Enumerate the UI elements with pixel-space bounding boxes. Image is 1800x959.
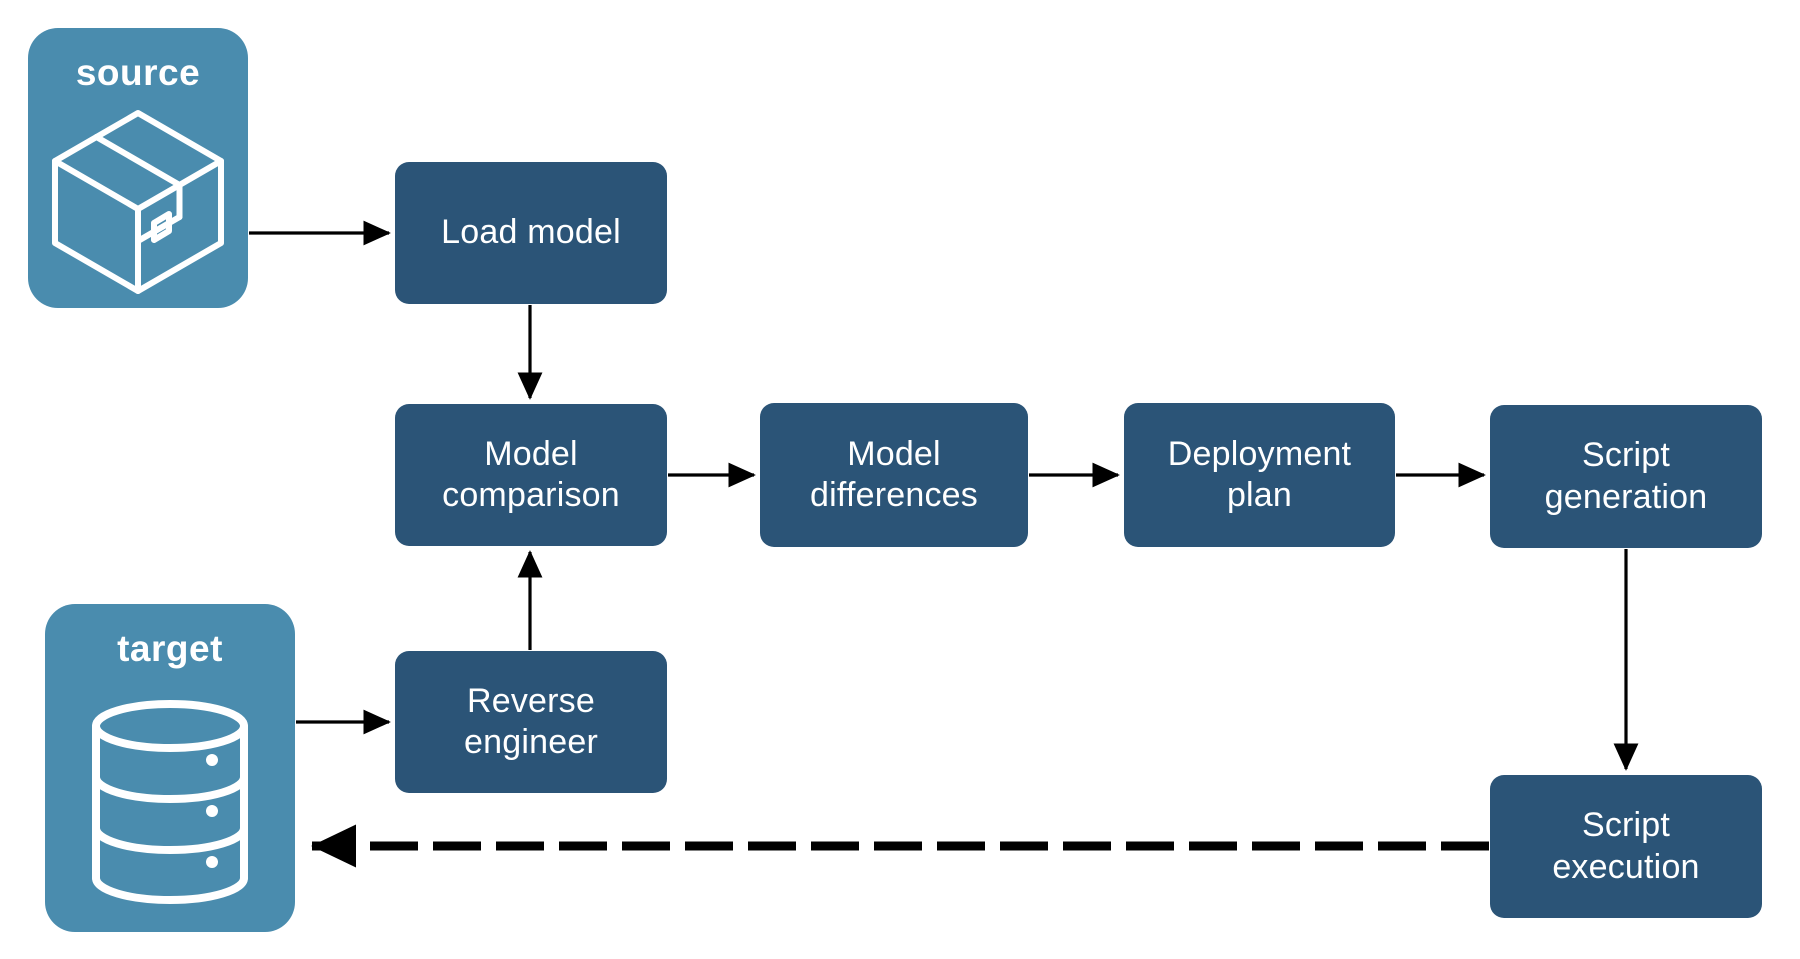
node-deployment-plan[interactable]: Deployment plan bbox=[1124, 403, 1395, 547]
node-reverse-engineer[interactable]: Reverse engineer bbox=[395, 651, 667, 793]
node-model-comparison-label: Model comparison bbox=[442, 434, 620, 514]
node-script-generation-label: Script generation bbox=[1544, 436, 1708, 516]
node-source-label: source bbox=[75, 52, 201, 93]
node-load-model-label: Load model bbox=[441, 213, 621, 252]
node-model-differences[interactable]: Model differences bbox=[760, 403, 1028, 547]
node-script-generation[interactable]: Script generation bbox=[1490, 405, 1762, 548]
node-load-model[interactable]: Load model bbox=[395, 162, 667, 304]
node-model-differences-label: Model differences bbox=[810, 434, 978, 514]
node-script-execution[interactable]: Script execution bbox=[1490, 775, 1762, 918]
node-target[interactable]: target bbox=[45, 604, 295, 932]
node-reverse-engineer-label: Reverse engineer bbox=[464, 681, 598, 761]
database-cylinder-icon bbox=[45, 671, 295, 932]
node-model-comparison[interactable]: Model comparison bbox=[395, 404, 667, 546]
node-target-label: target bbox=[117, 628, 223, 669]
node-script-execution-label: Script execution bbox=[1552, 806, 1700, 886]
package-box-icon bbox=[28, 95, 248, 308]
node-source[interactable]: source bbox=[28, 28, 248, 308]
node-deployment-plan-label: Deployment plan bbox=[1167, 434, 1352, 514]
